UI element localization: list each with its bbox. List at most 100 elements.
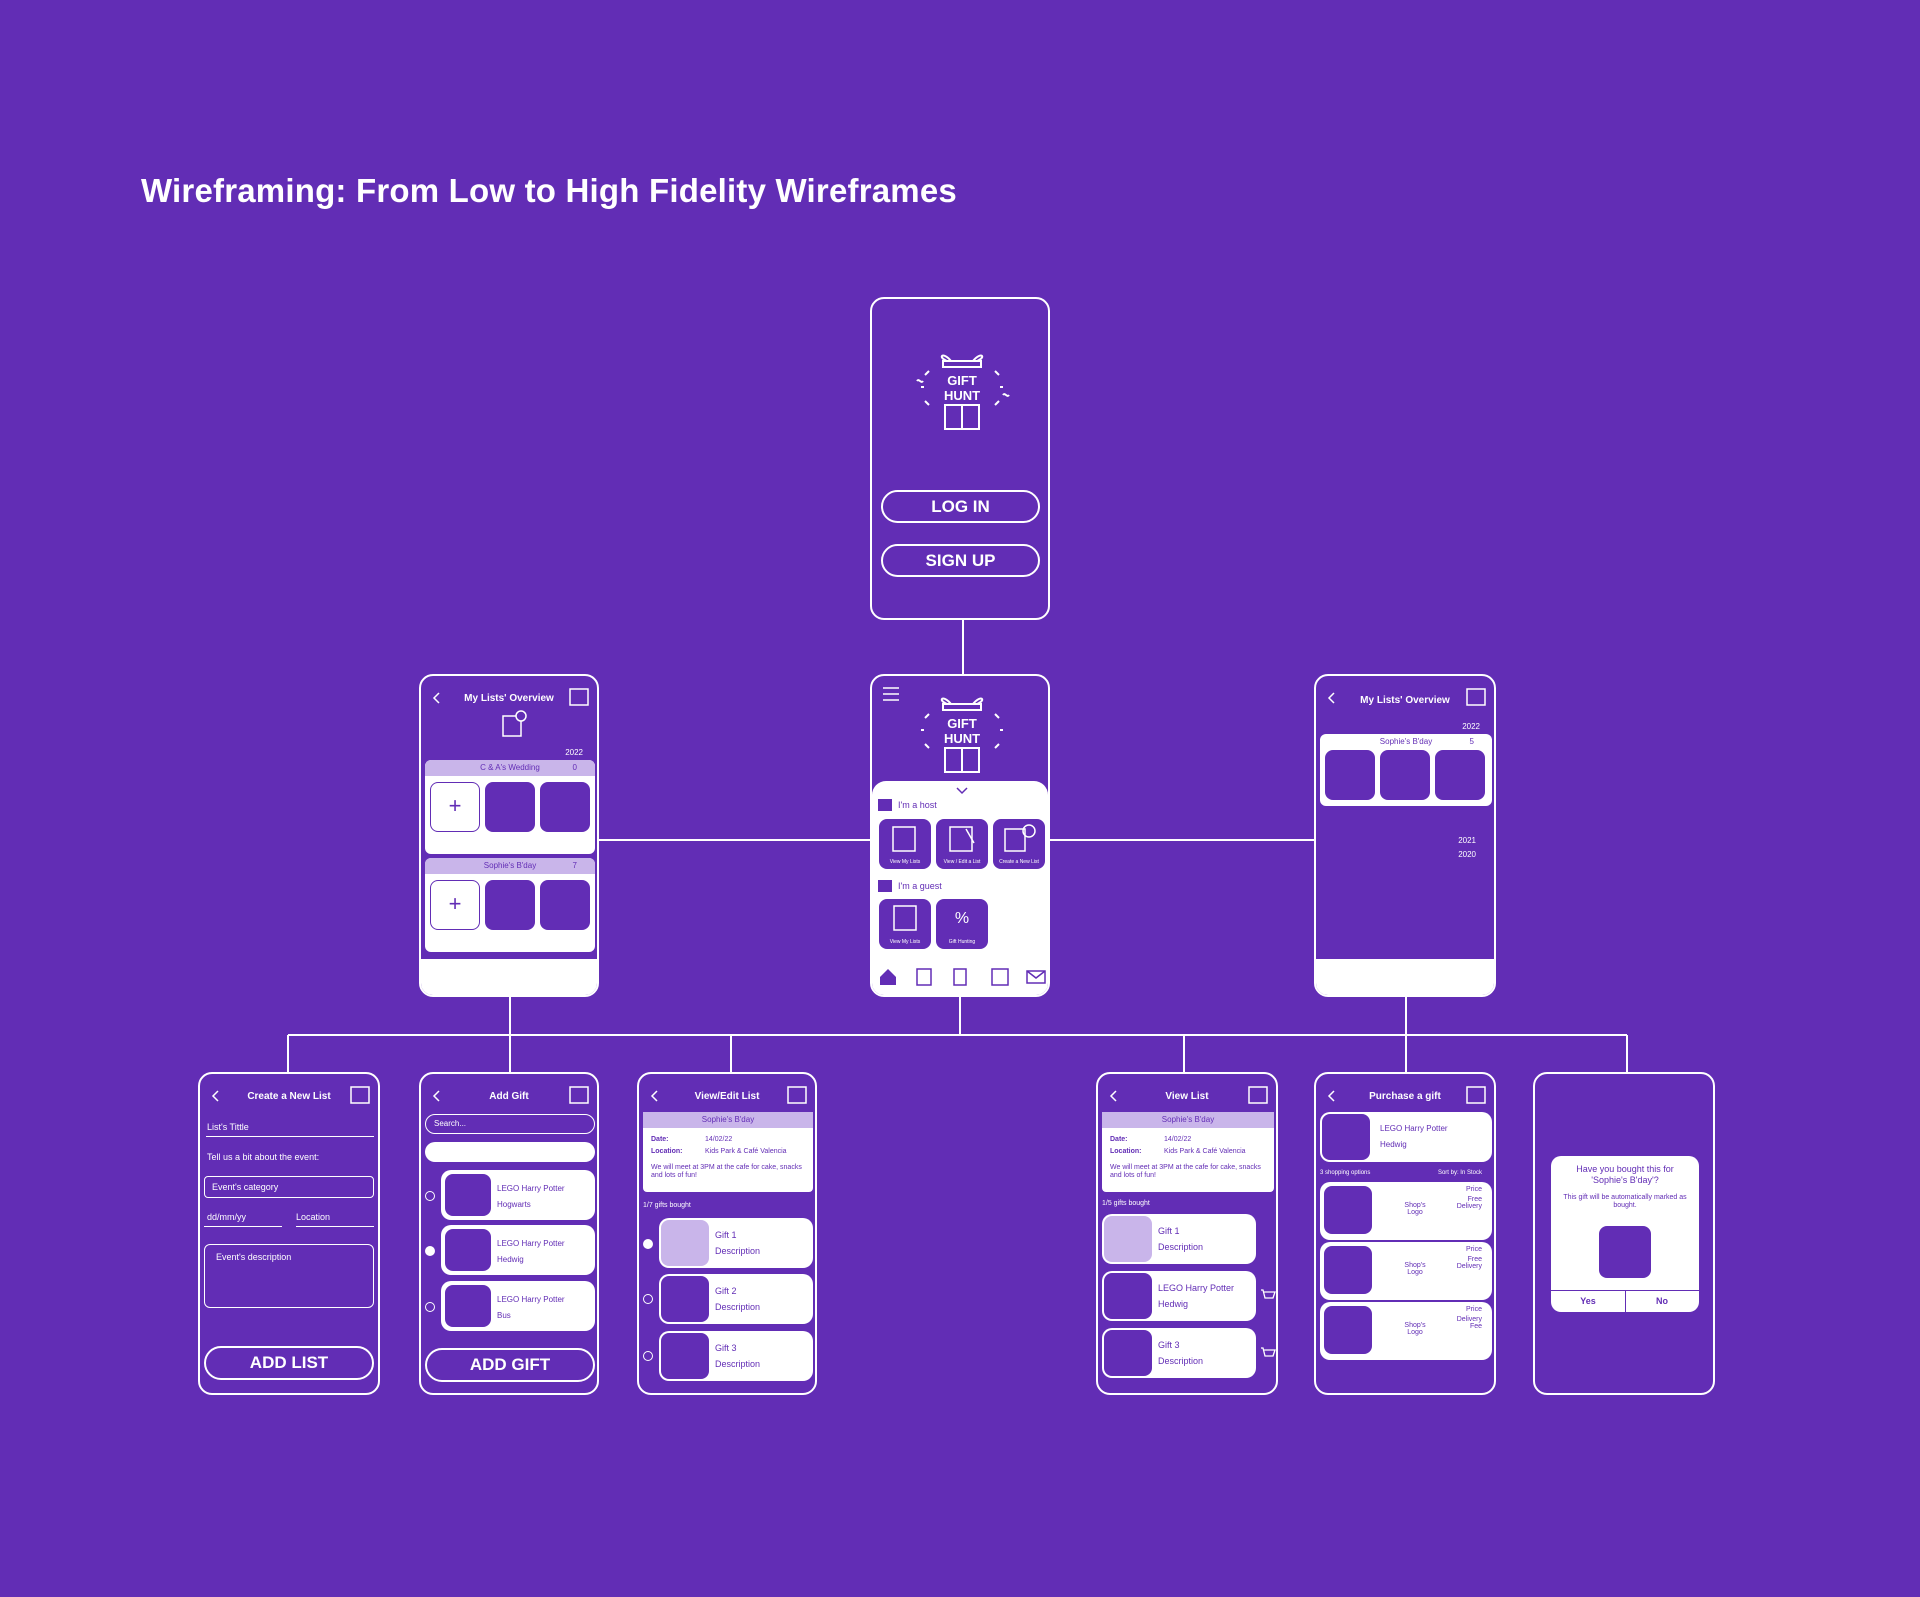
host-list-icon[interactable]: [952, 967, 972, 987]
screen-header: Create a New List: [247, 1091, 331, 1102]
back-icon[interactable]: [1324, 1088, 1340, 1104]
guest-tile-label: View My Lists: [889, 939, 921, 945]
checklist-icon: [893, 905, 917, 931]
back-icon[interactable]: [208, 1088, 224, 1104]
add-list-button[interactable]: ADD LIST: [204, 1346, 374, 1380]
radio-button[interactable]: [425, 1302, 435, 1312]
gift-name: Gift 2: [715, 1286, 737, 1296]
year-label[interactable]: 2021: [1458, 836, 1476, 845]
yes-button[interactable]: Yes: [1580, 1296, 1596, 1306]
add-gift-button[interactable]: +: [430, 880, 480, 930]
shop-delivery: Delivery Fee: [1456, 1316, 1482, 1330]
profile-icon[interactable]: [569, 1086, 589, 1104]
gift-card[interactable]: Gift 3 Description: [659, 1331, 813, 1381]
home-icon[interactable]: [878, 967, 898, 987]
gift-thumbnail[interactable]: [1380, 750, 1430, 800]
checkbox-checked[interactable]: [643, 1239, 653, 1249]
chevron-down-icon[interactable]: [956, 787, 968, 795]
guest-tile-view-lists[interactable]: [879, 899, 931, 949]
radio-button-selected[interactable]: [425, 1246, 435, 1256]
event-category-select[interactable]: [204, 1176, 374, 1198]
login-screen: GIFT HUNT LOG IN SIGN UP: [870, 297, 1050, 620]
date-field[interactable]: dd/mm/yy: [207, 1212, 247, 1222]
no-button[interactable]: No: [1656, 1296, 1668, 1306]
checkbox[interactable]: [643, 1351, 653, 1361]
gift-card[interactable]: LEGO Harry Potter Hedwig: [1102, 1271, 1256, 1321]
shop-option[interactable]: Shop's Logo Price Delivery Fee: [1320, 1302, 1492, 1360]
login-button[interactable]: LOG IN: [881, 490, 1040, 523]
profile-icon[interactable]: [350, 1086, 370, 1104]
gift-card[interactable]: Gift 1 Description: [659, 1218, 813, 1268]
screen-header: View/Edit List: [694, 1091, 760, 1102]
year-label[interactable]: 2022: [1462, 722, 1480, 731]
product-sub: Hedwig: [1380, 1140, 1407, 1149]
menu-icon[interactable]: [882, 686, 900, 702]
checkbox[interactable]: [643, 1294, 653, 1304]
description-field[interactable]: [204, 1244, 374, 1308]
shop-price: Price: [1466, 1246, 1482, 1253]
cart-icon[interactable]: [1260, 1346, 1276, 1360]
location-value: Kids Park & Café Valencia: [705, 1148, 787, 1155]
back-icon[interactable]: [1106, 1088, 1122, 1104]
add-gift-button[interactable]: ADD GIFT: [425, 1348, 595, 1382]
year-label[interactable]: 2022: [565, 748, 583, 757]
gift-count: 0: [572, 763, 577, 772]
cart-icon[interactable]: [1260, 1288, 1276, 1302]
gift-thumbnail[interactable]: [1435, 750, 1485, 800]
location-field[interactable]: Location: [296, 1212, 331, 1222]
gift-card[interactable]: LEGO Harry Potter Hedwig: [441, 1225, 595, 1275]
gift-card[interactable]: LEGO Harry Potter Hogwarts: [441, 1170, 595, 1220]
mail-icon[interactable]: [1026, 967, 1046, 987]
profile-icon[interactable]: [1466, 1086, 1486, 1104]
gift-card[interactable]: Gift 2 Description: [659, 1274, 813, 1324]
date-label: Date:: [651, 1136, 669, 1143]
screen-header: Purchase a gift: [1369, 1091, 1441, 1102]
gift-count: 5: [1469, 737, 1474, 746]
gift-thumbnail[interactable]: [1325, 750, 1375, 800]
gift-card[interactable]: Gift 1 Description: [1102, 1214, 1256, 1264]
screen-header: My Lists' Overview: [1360, 695, 1450, 706]
search-input[interactable]: [425, 1114, 595, 1134]
event-prompt: Tell us a bit about the event:: [207, 1152, 320, 1162]
filter-select[interactable]: [425, 1142, 595, 1162]
back-icon[interactable]: [647, 1088, 663, 1104]
gift-count: 7: [572, 861, 577, 870]
gift-card[interactable]: Gift 3 Description: [1102, 1328, 1256, 1378]
back-icon[interactable]: [429, 1088, 445, 1104]
sort-select[interactable]: Sort by: In Stock: [1437, 1170, 1482, 1176]
gift-thumbnail[interactable]: [540, 880, 590, 930]
profile-icon[interactable]: [787, 1086, 807, 1104]
shop-logo: Shop's Logo: [1404, 1262, 1426, 1276]
add-list-icon[interactable]: [501, 710, 527, 738]
gift-sub: Bus: [497, 1311, 511, 1320]
profile-icon[interactable]: [1248, 1086, 1268, 1104]
gift-card[interactable]: LEGO Harry Potter Bus: [441, 1281, 595, 1331]
guest-list-icon[interactable]: [990, 967, 1010, 987]
radio-button[interactable]: [425, 1191, 435, 1201]
gift-thumbnail[interactable]: [485, 880, 535, 930]
signup-button[interactable]: SIGN UP: [881, 544, 1040, 577]
contacts-icon[interactable]: [914, 967, 934, 987]
list-title-field[interactable]: List's Tittle: [207, 1122, 249, 1132]
profile-icon[interactable]: [1466, 688, 1486, 706]
my-lists-overview-guest: My Lists' Overview 2022 Sophie's B'day 5…: [1314, 674, 1496, 997]
gift-thumbnail[interactable]: [485, 782, 535, 832]
back-icon[interactable]: [429, 690, 445, 706]
svg-text:GIFT: GIFT: [947, 716, 977, 731]
list-name: Sophie's B'day: [1379, 737, 1433, 746]
gift-sub: Description: [715, 1246, 761, 1256]
shop-price: Price: [1466, 1306, 1482, 1313]
gift-name: LEGO Harry Potter: [497, 1295, 565, 1304]
purchase-gift-screen: Purchase a gift LEGO Harry Potter Hedwig…: [1314, 1072, 1496, 1395]
year-label[interactable]: 2020: [1458, 850, 1476, 859]
add-gift-button[interactable]: +: [430, 782, 480, 832]
host-tile-create-list[interactable]: [993, 819, 1045, 869]
shop-logo: Shop's Logo: [1404, 1322, 1426, 1336]
guest-tile-gift-hunting[interactable]: [936, 899, 988, 949]
back-icon[interactable]: [1324, 690, 1340, 706]
shop-option[interactable]: Shop's Logo Price Free Delivery: [1320, 1242, 1492, 1300]
list-info-card: Sophie's B'day Date: 14/02/22 Location: …: [643, 1112, 813, 1192]
shop-option[interactable]: Shop's Logo Price Free Delivery: [1320, 1182, 1492, 1240]
profile-icon[interactable]: [569, 688, 589, 706]
gift-thumbnail[interactable]: [540, 782, 590, 832]
